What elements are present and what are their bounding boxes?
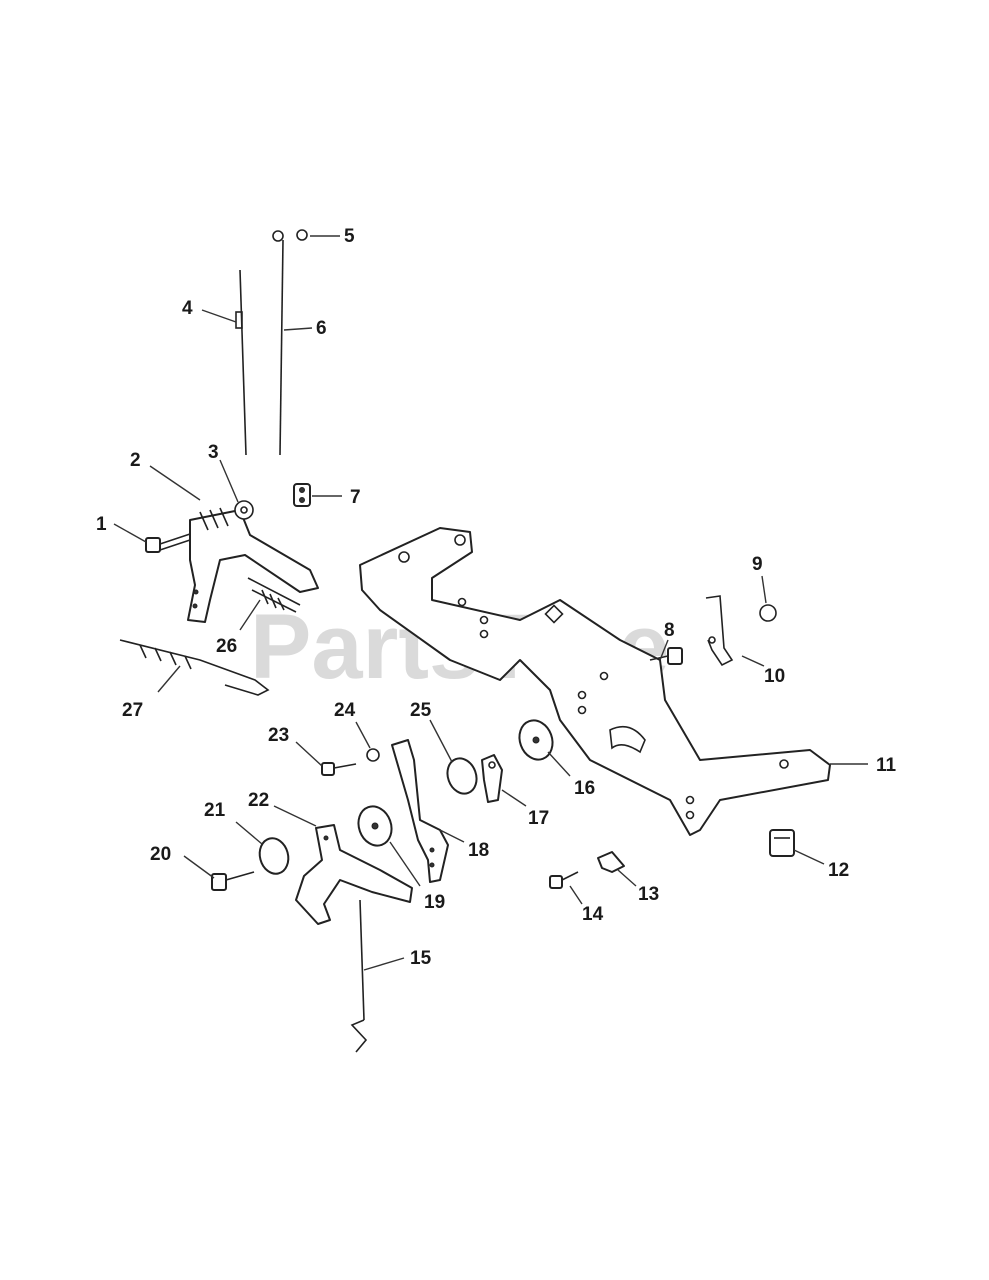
callout-26: 26 bbox=[216, 636, 237, 657]
part-washer-25 bbox=[446, 757, 478, 795]
callout-6: 6 bbox=[316, 318, 327, 339]
callout-5: 5 bbox=[344, 226, 355, 247]
part-bolt-8 bbox=[649, 647, 683, 665]
part-rod-4 bbox=[235, 269, 247, 456]
part-washer-21 bbox=[258, 837, 290, 875]
part-plate-11 bbox=[359, 527, 831, 836]
part-bracket-10 bbox=[705, 595, 734, 667]
part-bolt-20 bbox=[211, 871, 255, 891]
callout-16: 16 bbox=[574, 778, 595, 799]
callout-7: 7 bbox=[350, 487, 361, 508]
part-nut-24 bbox=[366, 748, 380, 762]
callout-11: 11 bbox=[876, 755, 897, 776]
part-screw-14 bbox=[549, 871, 579, 889]
callout-21: 21 bbox=[204, 800, 226, 821]
part-lever-22 bbox=[295, 824, 413, 925]
part-bolt-23 bbox=[321, 762, 357, 776]
part-rod-6 bbox=[279, 239, 284, 456]
part-spring-26 bbox=[247, 577, 301, 613]
part-nut-5 bbox=[272, 229, 308, 242]
part-rod-15 bbox=[350, 899, 368, 1053]
callout-12: 12 bbox=[828, 860, 849, 881]
part-lever-2 bbox=[187, 507, 319, 623]
part-nut-3 bbox=[234, 500, 254, 520]
callout-4: 4 bbox=[182, 298, 193, 319]
callout-18: 18 bbox=[468, 840, 489, 861]
callout-labels: 1 2 3 4 5 6 7 8 9 10 11 12 13 14 15 16 1… bbox=[96, 226, 897, 969]
part-clip-13 bbox=[597, 851, 625, 873]
callout-19: 19 bbox=[424, 892, 445, 913]
callout-27: 27 bbox=[122, 700, 143, 721]
part-clip-17 bbox=[481, 754, 503, 803]
callout-17: 17 bbox=[528, 808, 549, 829]
callout-3: 3 bbox=[208, 442, 219, 463]
part-lever-18 bbox=[391, 739, 449, 883]
callout-20: 20 bbox=[150, 844, 171, 865]
callout-23: 23 bbox=[268, 725, 289, 746]
callout-13: 13 bbox=[638, 884, 659, 905]
callout-22: 22 bbox=[248, 790, 269, 811]
callout-14: 14 bbox=[582, 904, 604, 925]
callout-10: 10 bbox=[764, 666, 785, 687]
part-stud-12 bbox=[769, 829, 795, 857]
part-arm-19 bbox=[357, 805, 393, 847]
callout-2: 2 bbox=[130, 450, 141, 471]
part-bolt-1 bbox=[145, 533, 191, 553]
leader-lines bbox=[113, 235, 868, 971]
callout-25: 25 bbox=[410, 700, 432, 721]
callout-8: 8 bbox=[664, 620, 675, 641]
part-washer-16 bbox=[518, 719, 554, 761]
part-nut-9 bbox=[759, 604, 777, 622]
callout-15: 15 bbox=[410, 948, 432, 969]
part-clip-7 bbox=[293, 483, 311, 507]
callout-9: 9 bbox=[752, 554, 763, 575]
part-spring-27 bbox=[119, 639, 270, 696]
callout-1: 1 bbox=[96, 514, 107, 535]
callout-24: 24 bbox=[334, 700, 356, 721]
